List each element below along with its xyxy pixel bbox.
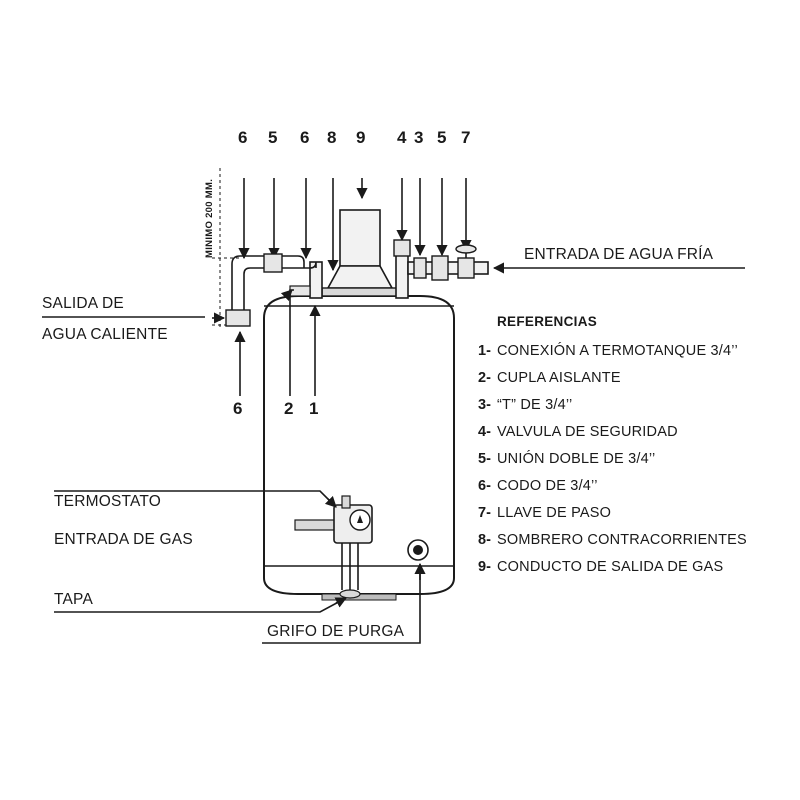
hot-water-outlet-piping	[212, 253, 323, 327]
reference-number-3: 3-	[478, 397, 491, 413]
cold-water-inlet-piping	[393, 239, 489, 299]
bottom-number-2: 2	[284, 399, 293, 418]
safety-valve	[393, 239, 411, 257]
cover-leader-arrow	[334, 597, 348, 608]
top-part-numbers: 6 5 6 8 9 4 3 5 7	[238, 128, 470, 147]
reference-number-6: 6-	[478, 478, 491, 494]
top-leader-arrows	[238, 178, 472, 272]
drain-valve	[407, 539, 429, 561]
bottom-number-1: 1	[309, 399, 318, 418]
reference-number-7: 7-	[478, 505, 491, 521]
top-number-5a: 5	[268, 128, 277, 147]
insulating-coupling	[289, 285, 311, 297]
top-number-7: 7	[461, 128, 470, 147]
reference-text-5: UNIÓN DOBLE DE 3/4’’	[497, 450, 655, 467]
reference-number-9: 9-	[478, 559, 491, 575]
reference-text-1: CONEXIÓN A TERMOTANQUE 3/4’’	[497, 342, 738, 359]
reference-text-9: CONDUCTO DE SALIDA DE GAS	[497, 559, 723, 575]
tank-connection-cold	[395, 253, 409, 299]
reference-number-2: 2-	[478, 370, 491, 386]
reference-text-8: SOMBRERO CONTRACORRIENTES	[497, 532, 747, 548]
top-number-8: 8	[327, 128, 336, 147]
reference-number-5: 5-	[478, 451, 491, 467]
burner-access-cover	[339, 589, 361, 599]
gas-exhaust-duct	[339, 209, 381, 267]
thermostat-assembly	[294, 495, 373, 599]
elbow-outlet-hot	[225, 309, 251, 327]
thermostat-dial-pointer-icon	[357, 515, 363, 523]
reference-text-3: “T” DE 3/4’’	[497, 397, 572, 413]
gas-inlet-label: ENTRADA DE GAS	[54, 531, 193, 548]
reference-text-7: LLAVE DE PASO	[497, 505, 611, 521]
minimum-height-label: MINIMO 200 MM.	[204, 179, 215, 258]
references-title: REFERENCIAS	[497, 314, 597, 329]
top-number-5b: 5	[437, 128, 446, 147]
hot-water-outlet-label-line1: SALIDA DE	[42, 295, 124, 312]
thermostat-top-fitting	[341, 495, 351, 509]
double-union-hot	[263, 253, 283, 273]
references-legend: REFERENCIAS 1- CONEXIÓN A TERMOTANQUE 3/…	[478, 314, 747, 575]
shutoff-valve-handle	[455, 244, 477, 254]
hot-water-outlet-label-line2: AGUA CALIENTE	[42, 326, 168, 343]
reference-text-6: CODO DE 3/4’’	[497, 478, 598, 494]
cover-label: TAPA	[54, 591, 93, 608]
drain-valve-label: GRIFO DE PURGA	[267, 623, 405, 640]
drain-valve-hub-icon	[413, 545, 423, 555]
reference-number-8: 8-	[478, 532, 491, 548]
double-union-cold	[431, 255, 449, 281]
bottom-number-6: 6	[233, 399, 242, 418]
minimum-height-dimension: MINIMO 200 MM.	[204, 168, 240, 330]
top-number-6b: 6	[300, 128, 309, 147]
top-number-3: 3	[414, 128, 423, 147]
top-number-6a: 6	[238, 128, 247, 147]
reference-text-4: VALVULA DE SEGURIDAD	[497, 424, 678, 440]
cold-water-inlet-label: ENTRADA DE AGUA FRÍA	[524, 246, 714, 263]
thermostat-leader-arrow	[324, 495, 337, 508]
tee-fitting	[413, 257, 427, 279]
shutoff-valve-body	[457, 257, 475, 279]
top-number-9: 9	[356, 128, 365, 147]
draft-hood	[326, 265, 394, 289]
reference-number-1: 1-	[478, 343, 491, 359]
draft-hood-base	[321, 287, 399, 297]
thermostat-label: TERMOSTATO	[54, 493, 161, 510]
leader-arrow-2	[280, 289, 293, 302]
cover-leader-line	[54, 597, 347, 613]
reference-text-2: CUPLA AISLANTE	[497, 370, 621, 386]
top-number-4: 4	[397, 128, 407, 147]
drain-valve-leader-line	[262, 570, 421, 644]
reference-number-4: 4-	[478, 424, 491, 440]
gas-inlet-pipe	[294, 519, 336, 531]
